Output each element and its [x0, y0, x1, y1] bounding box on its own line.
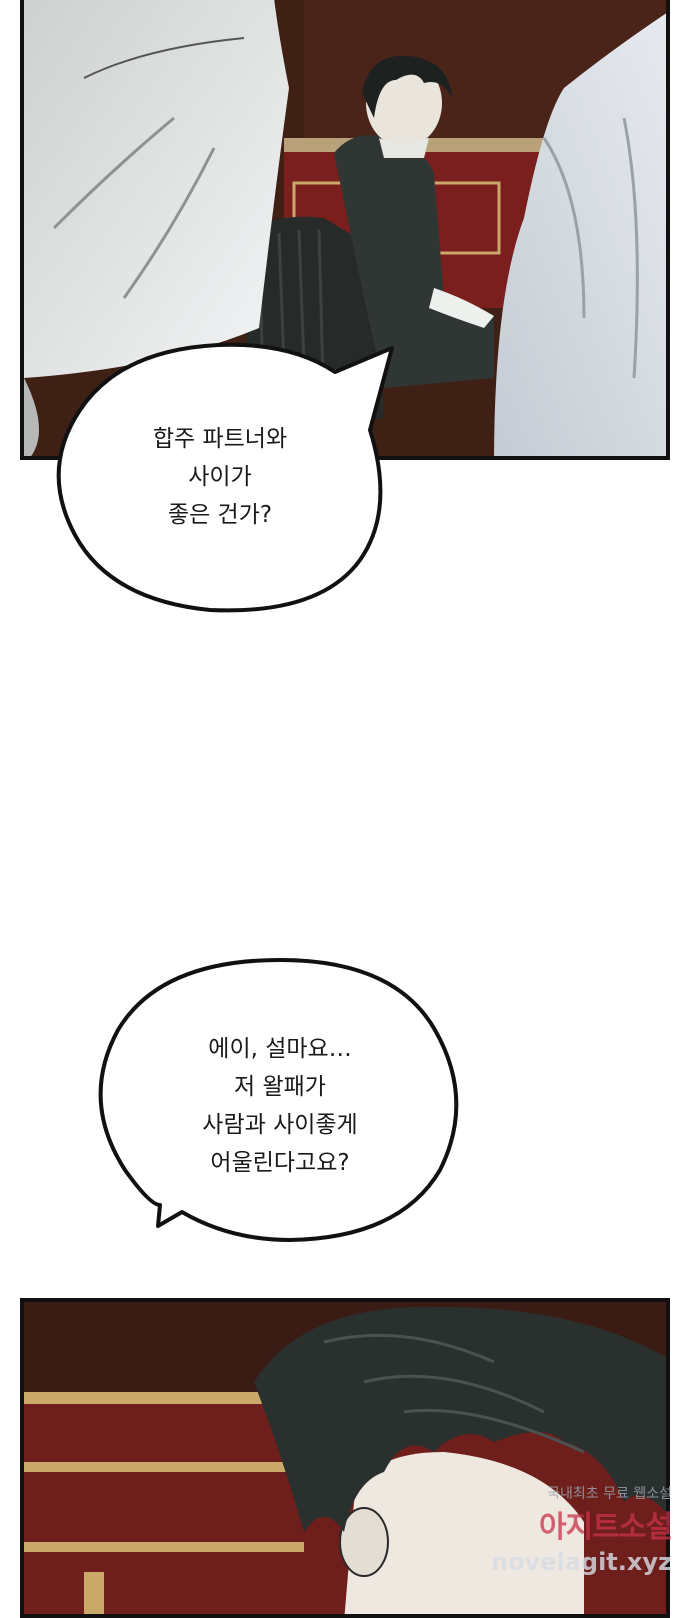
comic-panel-top [20, 0, 670, 460]
bubble-1-line-1: 합주 파트너와 [152, 426, 288, 452]
bubble-2-line-3: 사람과 사이좋게 [202, 1112, 358, 1138]
comic-panel-bottom [20, 1298, 670, 1618]
bubble-2-line-4: 어울린다고요? [210, 1150, 350, 1176]
bubble-1-line-3: 좋은 건가? [167, 502, 273, 528]
speech-bubble-1-text: 합주 파트너와 사이가 좋은 건가? [100, 420, 340, 534]
bubble-2-line-1: 에이, 설마요… [208, 1036, 352, 1062]
bubble-2-line-2: 저 왈패가 [234, 1074, 326, 1100]
bubble-1-line-2: 사이가 [188, 464, 252, 490]
watermark-tagline: 국내최초 무료 웹소설 [547, 1486, 672, 1502]
panel-top-illustration [24, 0, 666, 456]
speech-bubble-2 [98, 958, 459, 1242]
panel-bottom-illustration [24, 1302, 666, 1614]
speech-bubble-1 [56, 342, 394, 613]
watermark-url: novelagit.xyz [490, 1548, 672, 1576]
speech-bubble-2-text: 에이, 설마요… 저 왈패가 사람과 사이좋게 어울린다고요? [150, 1030, 410, 1182]
watermark-brand: 아지트소설 [539, 1510, 673, 1545]
